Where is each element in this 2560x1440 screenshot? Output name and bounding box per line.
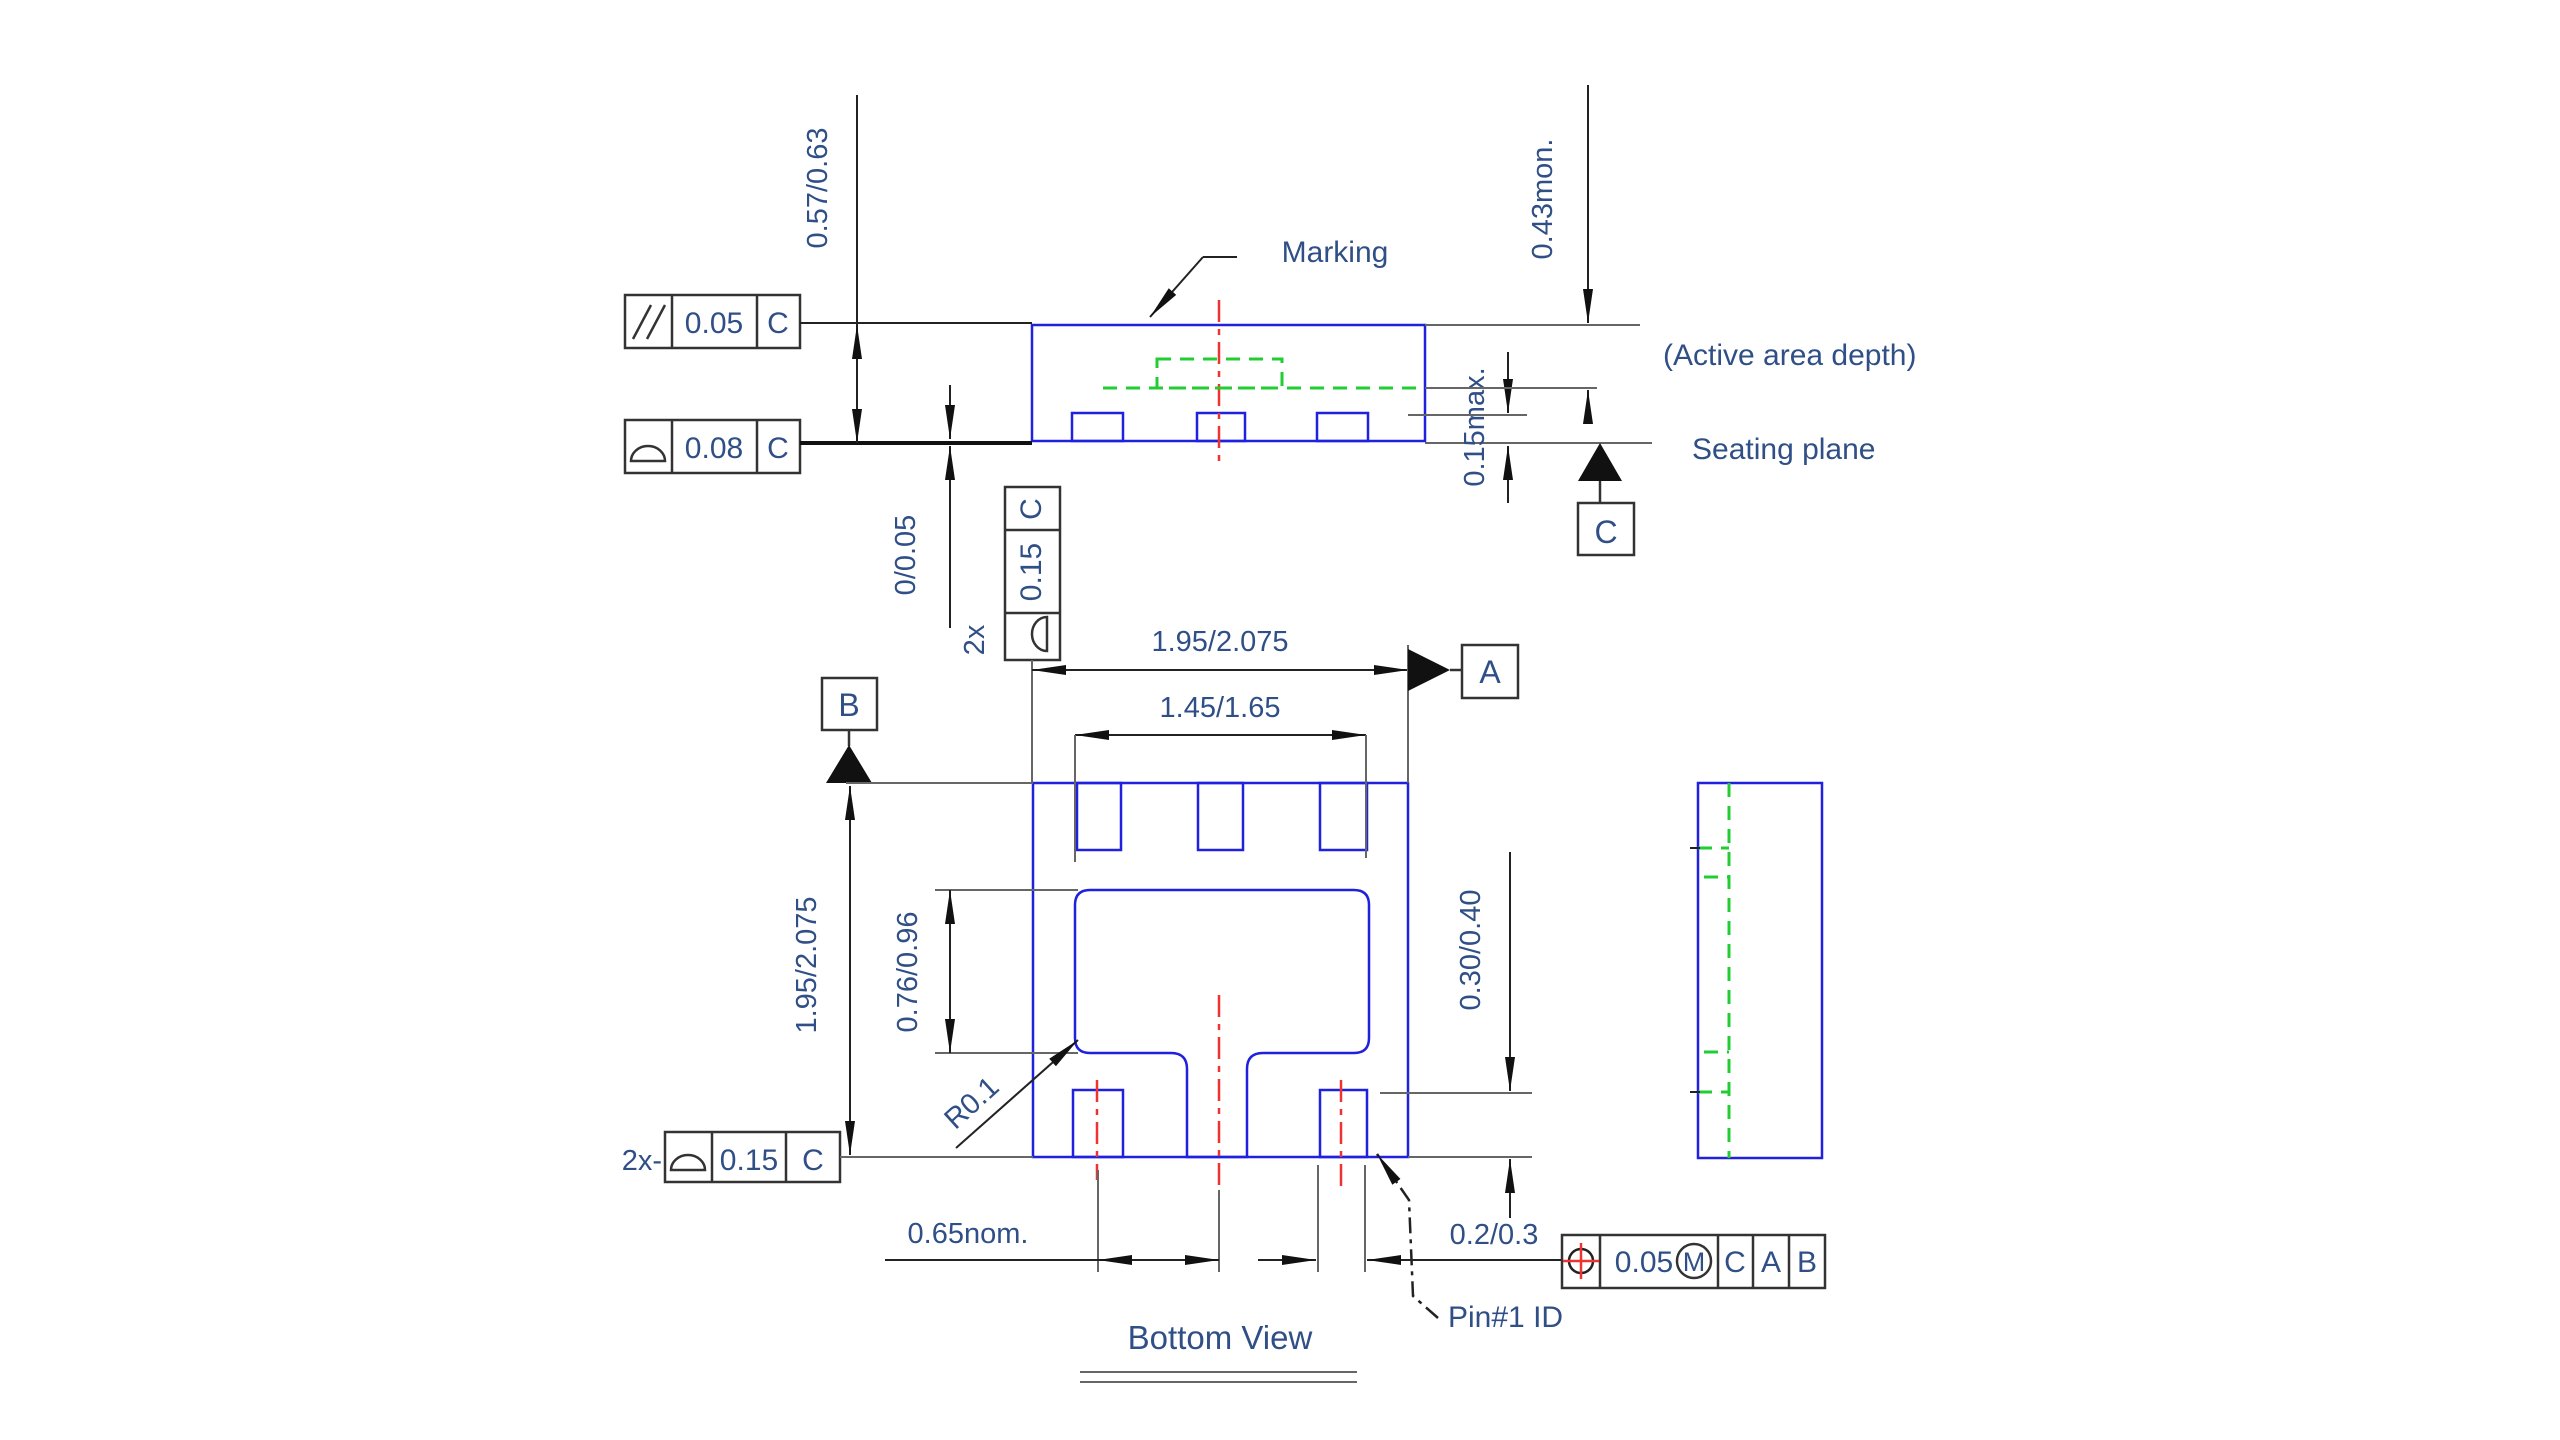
dim-pad-length-text: 0.76/0.96	[892, 912, 924, 1033]
top-terminal-right	[1318, 781, 1369, 852]
dim-terminal-width-text: 0.2/0.3	[1450, 1219, 1539, 1251]
dim-terminal-span: 1.45/1.65	[1074, 692, 1367, 862]
frame-profile-bottom: 2x- 0.15 C	[622, 1130, 1033, 1184]
dim-body-width-text: 1.95/2.075	[1151, 626, 1288, 658]
dim-terminal-width: 0.2/0.3	[1258, 1165, 1562, 1272]
dim-active-area-depth: 0.43mon.	[1527, 85, 1593, 424]
side-view-pin-center	[1195, 411, 1247, 443]
bottom-view-outline	[1031, 781, 1410, 1159]
dim-standoff-max-text: 0.15max.	[1459, 367, 1491, 486]
parallelism-datum: C	[767, 307, 789, 340]
datum-c-flag: C	[1576, 443, 1636, 557]
datum-b-triangle	[826, 745, 872, 783]
datum-c-triangle	[1578, 443, 1622, 481]
datum-b-flag: B	[820, 676, 1033, 784]
profile-surface-icon	[1030, 615, 1049, 653]
dim-package-height: 0.57/0.63	[802, 95, 862, 443]
datum-b-label: B	[838, 687, 859, 723]
marking-leader	[1149, 256, 1204, 318]
dim-terminal-length-text: 0.30/0.40	[1455, 890, 1487, 1011]
side-view-pin-right	[1315, 411, 1370, 443]
qty-side-text: 2x	[959, 624, 991, 655]
position-datum-1: C	[1724, 1246, 1746, 1279]
position-tolerance: 0.05	[1615, 1246, 1673, 1279]
dim-terminal-length: 0.30/0.40	[1380, 852, 1532, 1218]
position-datum-2: A	[1761, 1246, 1781, 1279]
datum-a-label: A	[1479, 654, 1501, 690]
dim-body-length-text: 1.95/2.075	[791, 896, 823, 1033]
side-view-body	[1030, 323, 1427, 443]
center-pad	[1073, 888, 1371, 1159]
side-view-pin-left	[1070, 411, 1125, 443]
dim-pitch-text: 0.65nom.	[908, 1218, 1029, 1250]
profile-side-datum: C	[1015, 498, 1048, 520]
side-view	[1030, 300, 1427, 465]
marking-label: Marking	[1282, 236, 1389, 269]
parallelism-tolerance: 0.05	[685, 307, 743, 340]
profile-bottom-datum: C	[802, 1144, 824, 1177]
frame-profile-side: 0.15 C 2x	[959, 485, 1062, 783]
dim-pitch: 0.65nom.	[885, 1170, 1220, 1272]
marking-callout: Marking	[1149, 236, 1389, 318]
radius-callout: R0.1	[939, 1039, 1079, 1149]
top-terminal-center	[1196, 781, 1245, 852]
qty-bottom-text: 2x-	[622, 1145, 662, 1177]
dim-body-length: 1.95/2.075	[791, 786, 855, 1155]
profile-surface-icon	[669, 1153, 707, 1172]
top-terminal-left	[1075, 781, 1123, 852]
pin1-id-label: Pin#1 ID	[1448, 1301, 1563, 1334]
seating-plane-label: Seating plane	[1692, 433, 1876, 466]
dim-lead-protrusion: 0/0.05	[890, 385, 955, 628]
frame-position: 0.05 M C A B	[1560, 1233, 1827, 1290]
position-modifier: M	[1683, 1247, 1706, 1277]
mmc-modifier-icon	[1675, 1242, 1713, 1280]
frame-profile-top: 0.08 C	[623, 418, 802, 475]
radius-text: R0.1	[939, 1071, 1006, 1136]
parallelism-icon	[631, 304, 653, 340]
dim-standoff-max: 0.15max.	[1459, 352, 1513, 503]
profile-top-tolerance: 0.08	[685, 432, 743, 465]
dim-lead-protrusion-text: 0/0.05	[890, 515, 922, 596]
dim-package-height-text: 0.57/0.63	[802, 128, 834, 249]
datum-a-triangle	[1408, 649, 1450, 691]
dim-terminal-span-text: 1.45/1.65	[1160, 692, 1281, 724]
side-view-extension-lines	[1408, 324, 1640, 416]
pin1-id-callout: Pin#1 ID	[1375, 1153, 1563, 1334]
pin1-id-leader	[1375, 1153, 1439, 1319]
position-datum-3: B	[1797, 1246, 1817, 1279]
profile-side-tolerance: 0.15	[1015, 543, 1048, 601]
bottom-pad-right	[1318, 1088, 1369, 1159]
bottom-view-title-text: Bottom View	[1128, 1319, 1313, 1356]
dim-pad-length: 0.76/0.96	[892, 889, 1078, 1054]
right-side-view	[1690, 781, 1824, 1160]
datum-c-label: C	[1594, 514, 1617, 550]
profile-bottom-tolerance: 0.15	[720, 1144, 778, 1177]
profile-top-datum: C	[767, 432, 789, 465]
active-area-depth-label: (Active area depth)	[1663, 339, 1916, 372]
dim-active-depth-text: 0.43mon.	[1527, 139, 1559, 260]
profile-surface-icon	[629, 444, 667, 463]
right-side-view-outline	[1696, 781, 1824, 1160]
datum-a-flag: A	[1408, 643, 1520, 700]
bottom-view-title: Bottom View	[1080, 1319, 1357, 1383]
dim-body-width: 1.95/2.075	[1032, 626, 1409, 783]
bottom-view	[1031, 781, 1410, 1190]
frame-parallelism: 0.05 C	[623, 293, 1032, 350]
position-icon	[1563, 1243, 1599, 1279]
